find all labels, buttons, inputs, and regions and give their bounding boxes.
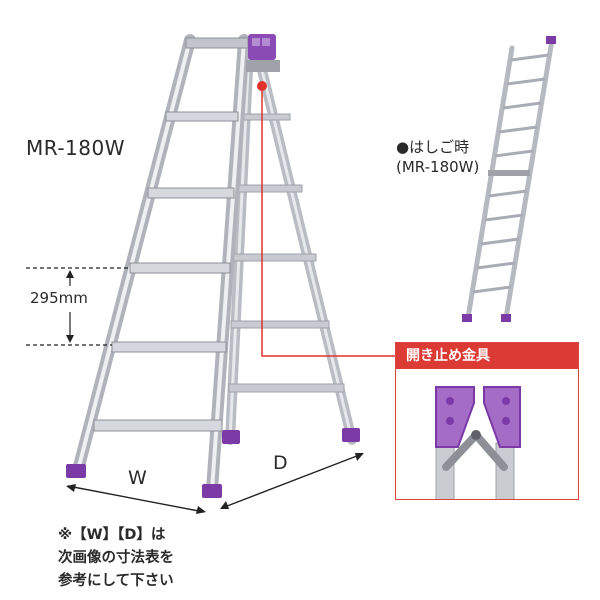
note-line-1: ※【W】【D】は [58, 527, 166, 543]
depth-label: D [273, 452, 288, 474]
depth-dimension [220, 453, 364, 509]
top-hinge [246, 34, 280, 72]
hinge-callout-box: 開き止め金具 [395, 342, 579, 500]
inset-straight-ladder [462, 36, 556, 322]
front-foot-right [202, 484, 222, 498]
step-spacing-label: 295mm [30, 289, 88, 307]
ladder-mode-caption: ●はしご時 (MR-180W) [396, 137, 479, 177]
front-ladder [66, 34, 250, 498]
rear-foot-left [222, 430, 240, 444]
model-label: MR-180W [26, 136, 126, 160]
rear-ladder [222, 65, 360, 445]
step-spacing-dimension [26, 267, 130, 346]
callout-pointer [257, 81, 395, 357]
note-line-3: 参考にして下さい [58, 573, 174, 589]
front-foot-left [66, 464, 86, 478]
width-dimension [66, 484, 206, 514]
width-label: W [128, 467, 147, 489]
ladder-mode-model: (MR-180W) [396, 158, 480, 176]
ladder-mode-title: ●はしご時 [396, 138, 470, 156]
note-line-2: 次画像の寸法表を [58, 550, 174, 566]
rear-foot-right [342, 428, 360, 442]
hinge-closeup-icon [435, 386, 521, 499]
hinge-callout-title: 開き止め金具 [396, 343, 578, 369]
dimension-note: ※【W】【D】は 次画像の寸法表を 参考にして下さい [58, 524, 208, 593]
